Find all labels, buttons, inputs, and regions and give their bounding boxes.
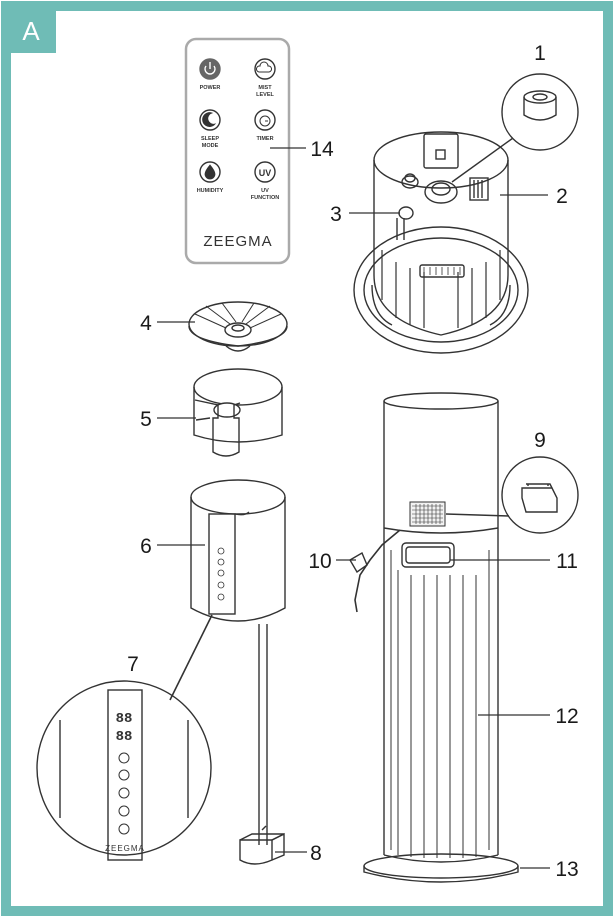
power-plug — [239, 825, 285, 865]
panel-badge — [6, 6, 56, 53]
callout-13: 13 — [555, 858, 578, 881]
remote-label-timer: TIMER — [256, 136, 273, 142]
remote-label-sleep-1: SLEEP — [201, 136, 219, 142]
callout-9: 9 — [534, 429, 546, 452]
power-icon — [199, 58, 221, 80]
remote-label-uv-2: FUNCTION — [251, 195, 279, 201]
remote-label-sleep-2: MODE — [202, 143, 219, 149]
control-panel-zoom — [36, 680, 212, 861]
callout-10: 10 — [308, 550, 331, 573]
callout-6: 6 — [140, 535, 152, 558]
moon-icon — [199, 109, 221, 131]
display-digits-bottom: 88 — [116, 729, 133, 745]
callout-1: 1 — [534, 42, 546, 65]
panel-brand: ZEEGMA — [105, 844, 145, 853]
callout-11: 11 — [556, 550, 578, 573]
callout-12: 12 — [555, 705, 578, 728]
panel-label: A — [22, 16, 40, 46]
callout-14: 14 — [310, 138, 334, 161]
callout-3: 3 — [330, 203, 342, 226]
remote-label-humidity: HUMIDITY — [197, 188, 224, 194]
water-tank — [169, 479, 286, 845]
timer-icon — [254, 109, 276, 131]
callout-7: 7 — [127, 653, 139, 676]
remote-label-power: POWER — [200, 85, 221, 91]
remote-label-uv-1: UV — [261, 188, 269, 194]
top-unit — [353, 73, 579, 354]
nozzle-cap — [188, 301, 288, 352]
remote-brand: ZEEGMA — [203, 233, 272, 250]
mist-cloud-icon — [254, 58, 276, 80]
remote-control: UV POWER MIST LEVEL SLEEP MODE TIMER HUM… — [184, 37, 291, 265]
tower-body — [349, 392, 579, 883]
callout-8: 8 — [310, 842, 322, 865]
uv-icon — [254, 161, 276, 183]
remote-label-mist-2: LEVEL — [256, 92, 274, 98]
droplet-icon — [199, 161, 221, 183]
callout-4: 4 — [140, 312, 152, 335]
leader-lines — [157, 147, 550, 869]
display-digits-top: 88 — [116, 711, 133, 727]
water-float — [193, 368, 283, 457]
uv-glyph: UV — [259, 168, 272, 178]
callout-5: 5 — [140, 408, 152, 431]
remote-label-mist-1: MIST — [258, 85, 272, 91]
callout-2: 2 — [556, 185, 568, 208]
